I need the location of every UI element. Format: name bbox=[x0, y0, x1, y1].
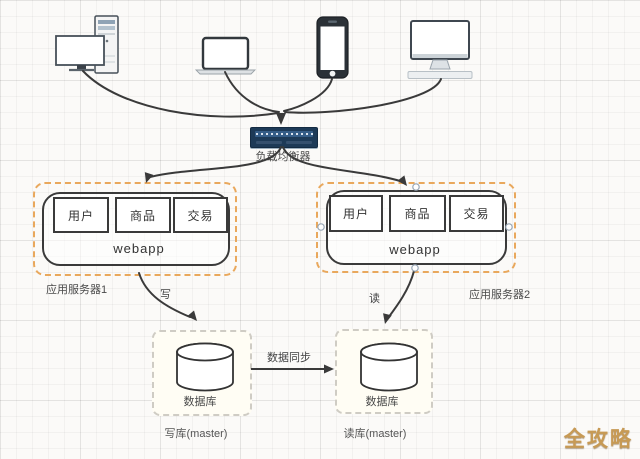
write-connector bbox=[138, 272, 191, 318]
database-cylinder-read bbox=[360, 342, 418, 392]
write-arrow-label: 写 bbox=[160, 289, 171, 301]
client-to-lb-connectors bbox=[82, 70, 442, 118]
module-label: 用户 bbox=[342, 207, 369, 221]
read-connector bbox=[387, 270, 415, 319]
app-server-1-label: 应用服务器1 bbox=[46, 284, 108, 296]
load-balancer bbox=[250, 127, 318, 148]
app-server-group-2 bbox=[316, 182, 516, 273]
arrowhead-into-lb bbox=[276, 113, 286, 125]
module-label: 商品 bbox=[404, 207, 431, 221]
module-box-product-1: 商品 bbox=[115, 197, 171, 233]
module-box-user-2: 用户 bbox=[329, 195, 383, 232]
module-box-trade-1: 交易 bbox=[173, 197, 228, 233]
module-label: 交易 bbox=[187, 208, 214, 223]
smartphone-icon bbox=[316, 16, 349, 79]
database-label-read: 数据库 bbox=[365, 396, 399, 408]
watermark: 全攻略 bbox=[564, 428, 633, 451]
database-caption-write: 写库(master) bbox=[164, 428, 228, 440]
arrowhead-server-1 bbox=[144, 172, 154, 183]
arrowhead-sync bbox=[324, 364, 334, 374]
arrowhead-read bbox=[383, 313, 392, 324]
module-box-product-2: 商品 bbox=[389, 195, 446, 232]
desktop-computer-icon bbox=[55, 15, 119, 74]
webapp-label-1: webapp bbox=[113, 241, 165, 256]
module-box-user-1: 用户 bbox=[53, 197, 109, 233]
laptop-icon bbox=[194, 36, 257, 75]
module-label: 用户 bbox=[67, 208, 94, 223]
monitor-keyboard-icon bbox=[407, 20, 473, 79]
arrowhead-server-2 bbox=[397, 175, 407, 186]
load-balancer-ports-icon bbox=[255, 131, 313, 137]
module-label: 商品 bbox=[129, 208, 156, 223]
connection-handles bbox=[317, 183, 513, 272]
load-balancer-slot-icon bbox=[256, 141, 282, 144]
app-server-2-label: 应用服务器2 bbox=[469, 289, 531, 301]
sync-arrow-label: 数据同步 bbox=[267, 352, 311, 364]
lb-to-servers-connectors bbox=[149, 146, 401, 182]
module-box-trade-2: 交易 bbox=[449, 195, 504, 232]
webapp-label-2: webapp bbox=[389, 242, 441, 257]
module-label: 交易 bbox=[463, 207, 490, 221]
app-server-group-1 bbox=[33, 182, 237, 276]
read-arrow-label: 读 bbox=[369, 293, 380, 305]
database-caption-read: 读库(master) bbox=[343, 428, 407, 440]
database-label-write: 数据库 bbox=[183, 396, 217, 408]
load-balancer-slot-icon bbox=[286, 141, 312, 144]
arrowhead-write bbox=[187, 310, 197, 321]
database-cylinder-write bbox=[176, 342, 234, 392]
